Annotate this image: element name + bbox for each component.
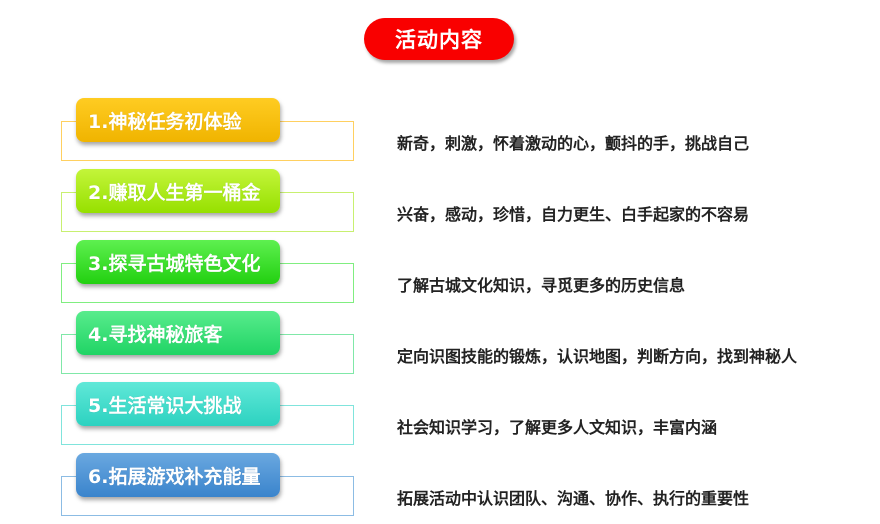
- activity-description: 拓展活动中认识团队、沟通、协作、执行的重要性: [397, 489, 750, 508]
- activity-description: 社会知识学习，了解更多人文知识，丰富内涵: [397, 418, 718, 437]
- activity-item-3: 3.探寻古城特色文化 了解古城文化知识，寻觅更多的历史信息: [0, 240, 880, 311]
- activity-item-5: 5.生活常识大挑战 社会知识学习，了解更多人文知识，丰富内涵: [0, 382, 880, 453]
- activity-item-4: 4.寻找神秘旅客 定向识图技能的锻炼，认识地图，判断方向，找到神秘人: [0, 311, 880, 382]
- activity-label: 6.拓展游戏补充能量: [76, 453, 280, 497]
- activity-description: 新奇，刺激，怀着激动的心，颤抖的手，挑战自己: [397, 134, 750, 153]
- activity-item-1: 1.神秘任务初体验 新奇，刺激，怀着激动的心，颤抖的手，挑战自己: [0, 98, 880, 169]
- activity-label: 5.生活常识大挑战: [76, 382, 280, 426]
- activity-description: 定向识图技能的锻炼，认识地图，判断方向，找到神秘人: [397, 347, 798, 366]
- activity-label: 1.神秘任务初体验: [76, 98, 280, 142]
- activity-description: 了解古城文化知识，寻觅更多的历史信息: [397, 276, 686, 295]
- activity-label: 4.寻找神秘旅客: [76, 311, 280, 355]
- activity-label: 2.赚取人生第一桶金: [76, 169, 280, 213]
- page-title: 活动内容: [364, 18, 514, 60]
- activity-item-6: 6.拓展游戏补充能量 拓展活动中认识团队、沟通、协作、执行的重要性: [0, 453, 880, 524]
- activity-label: 3.探寻古城特色文化: [76, 240, 280, 284]
- activity-item-2: 2.赚取人生第一桶金 兴奋，感动，珍惜，自力更生、白手起家的不容易: [0, 169, 880, 240]
- activity-description: 兴奋，感动，珍惜，自力更生、白手起家的不容易: [397, 205, 750, 224]
